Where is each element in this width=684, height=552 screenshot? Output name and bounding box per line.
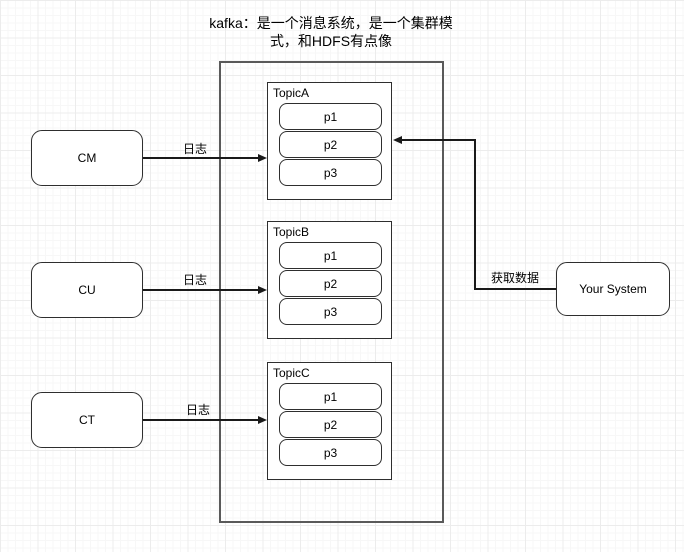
edge-cm-topica-label: 日志 bbox=[182, 142, 207, 156]
node-cm-label: CM bbox=[77, 151, 97, 165]
edge-yoursystem-topica-segment-bottom[interactable] bbox=[474, 288, 557, 290]
edge-ct-topicc-line[interactable] bbox=[143, 419, 258, 421]
node-ct-label: CT bbox=[79, 413, 95, 427]
edge-cu-topicb-arrowhead-icon bbox=[258, 285, 267, 294]
edge-cm-topica-line[interactable] bbox=[143, 157, 258, 159]
topic-a-partition-p1[interactable]: p1 bbox=[279, 103, 382, 130]
topic-b-partition-p2[interactable]: p2 bbox=[279, 270, 382, 297]
edge-cm-topica-arrowhead-icon bbox=[258, 153, 267, 162]
edge-cu-topicb-label: 日志 bbox=[182, 273, 207, 287]
topic-c-label: TopicC bbox=[273, 366, 310, 380]
edge-cu-topicb-line[interactable] bbox=[143, 289, 258, 291]
topic-c[interactable]: TopicC p1 p2 p3 bbox=[267, 362, 392, 480]
kafka-cluster-container[interactable] bbox=[219, 61, 444, 523]
node-your-system[interactable]: Your System bbox=[556, 262, 670, 316]
diagram-title: kafka：是一个消息系统，是一个集群模 式，和HDFS有点像 bbox=[200, 14, 462, 50]
topic-c-partition-p3[interactable]: p3 bbox=[279, 439, 382, 466]
topic-b-partition-p1[interactable]: p1 bbox=[279, 242, 382, 269]
title-line-2: 式，和HDFS有点像 bbox=[269, 33, 393, 49]
topic-a-partition-p2[interactable]: p2 bbox=[279, 131, 382, 158]
topic-a-label: TopicA bbox=[273, 86, 310, 100]
edge-yoursystem-topica-label: 获取数据 bbox=[490, 271, 539, 285]
topic-b-partition-p3[interactable]: p3 bbox=[279, 298, 382, 325]
title-line-1: kafka：是一个消息系统，是一个集群模 bbox=[209, 15, 453, 31]
node-cm[interactable]: CM bbox=[31, 130, 143, 186]
node-cu[interactable]: CU bbox=[31, 262, 143, 318]
edge-ct-topicc-label: 日志 bbox=[185, 403, 210, 417]
topic-a[interactable]: TopicA p1 p2 p3 bbox=[267, 82, 392, 200]
edge-yoursystem-topica-segment-top[interactable] bbox=[402, 139, 475, 141]
topic-c-partition-p1[interactable]: p1 bbox=[279, 383, 382, 410]
topic-b-label: TopicB bbox=[273, 225, 310, 239]
node-cu-label: CU bbox=[78, 283, 96, 297]
topic-c-partition-p2[interactable]: p2 bbox=[279, 411, 382, 438]
node-your-system-label: Your System bbox=[579, 282, 647, 296]
edge-ct-topicc-arrowhead-icon bbox=[258, 415, 267, 424]
edge-yoursystem-topica-segment-vertical[interactable] bbox=[474, 139, 476, 289]
topic-b[interactable]: TopicB p1 p2 p3 bbox=[267, 221, 392, 339]
node-ct[interactable]: CT bbox=[31, 392, 143, 448]
topic-a-partition-p3[interactable]: p3 bbox=[279, 159, 382, 186]
edge-yoursystem-topica-arrowhead-icon bbox=[393, 135, 402, 144]
